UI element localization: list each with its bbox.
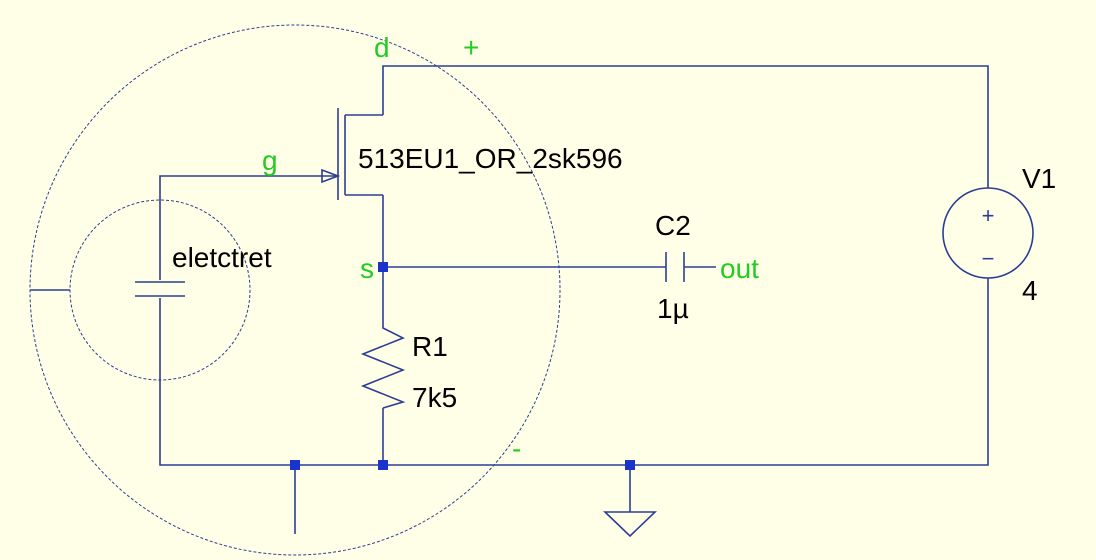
ground-icon xyxy=(603,511,657,538)
net-label-plus: + xyxy=(463,32,479,63)
r1-name-label: R1 xyxy=(412,331,448,362)
resistor-r1-symbol xyxy=(360,320,406,409)
r1-value-label: 7k5 xyxy=(412,382,457,413)
v1-name-label: V1 xyxy=(1022,163,1056,194)
jfet-symbol xyxy=(321,108,383,200)
junction-ground-main xyxy=(625,460,635,470)
c2-name-label: C2 xyxy=(655,210,691,241)
net-label-output: out xyxy=(720,253,759,284)
wires xyxy=(30,65,989,534)
net-label-drain: d xyxy=(374,32,390,63)
junction-source xyxy=(378,262,388,272)
junction-ground-shield xyxy=(290,460,300,470)
microphone-label: eletctret xyxy=(172,242,272,273)
v1-value-label: 4 xyxy=(1022,275,1038,306)
wire-drain-to-v1 xyxy=(382,65,989,188)
gate-arrow-icon xyxy=(321,168,341,184)
electret-capacitor-symbol xyxy=(135,281,185,297)
wire-ground-return xyxy=(159,278,989,466)
net-label-minus: - xyxy=(512,433,521,464)
net-label-source: s xyxy=(360,253,374,284)
c2-value-label: 1µ xyxy=(657,293,689,324)
junction-ground-r1 xyxy=(378,460,388,470)
net-label-gate: g xyxy=(262,145,278,176)
voltage-source-v1-symbol: + − xyxy=(942,187,1034,279)
wire-gate xyxy=(159,175,338,280)
junctions xyxy=(290,262,635,470)
source-minus-sign: − xyxy=(982,246,995,271)
source-plus-sign: + xyxy=(982,203,995,228)
jfet-model-label: 513EU1_OR_2sk596 xyxy=(358,143,623,174)
capacitor-c2-symbol xyxy=(665,252,685,282)
